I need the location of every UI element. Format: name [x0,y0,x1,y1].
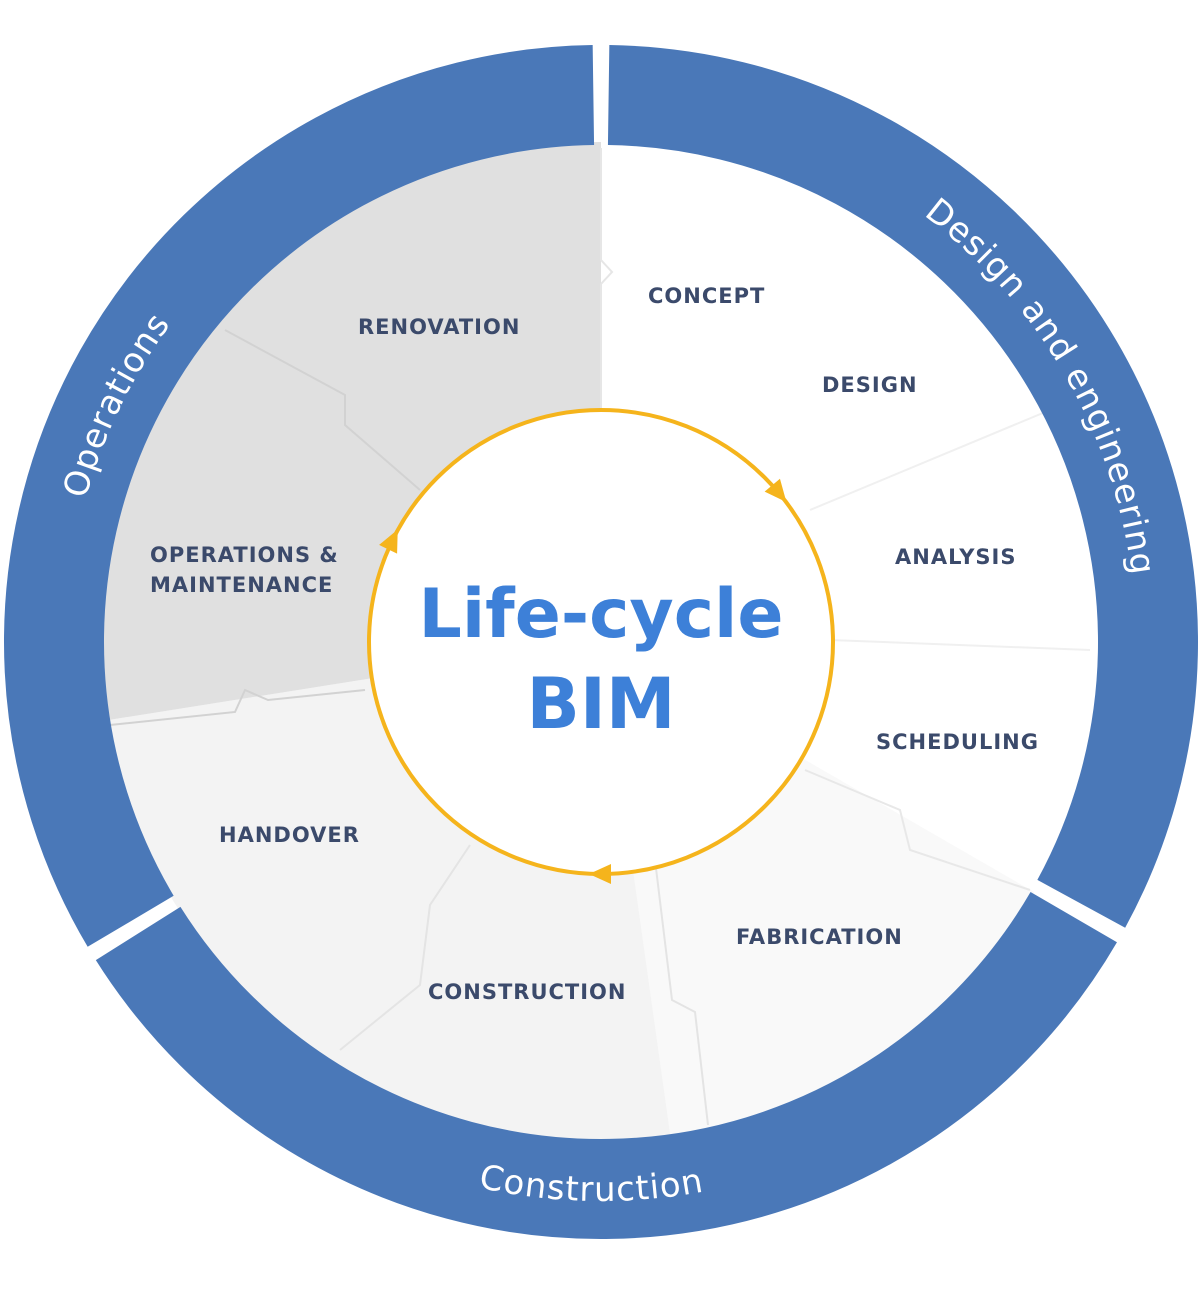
title-line2: BIM [526,663,675,745]
stage-concept: CONCEPT [648,284,765,308]
stage-labels: CONCEPT DESIGN ANALYSIS SCHEDULING FABRI… [150,284,1039,1004]
stage-handover: HANDOVER [219,823,360,847]
stage-operations-maintenance-line1: OPERATIONS & [150,543,339,567]
cycle-arrow-icon [589,864,611,884]
title-line1: Life-cycle [419,575,784,654]
cycle-arrows [379,478,787,884]
stage-construction: CONSTRUCTION [428,980,627,1004]
stage-analysis: ANALYSIS [895,545,1016,569]
cycle-arrow-icon [379,529,398,554]
stage-scheduling: SCHEDULING [876,730,1039,754]
ring-arc-construction [95,891,1117,1239]
ring-arc-operations [4,45,595,947]
stage-fabrication: FABRICATION [736,925,903,949]
stage-renovation: RENOVATION [358,315,520,339]
ring-arc-design [607,45,1198,928]
sector-divider-lines [109,148,1091,1126]
phase-ring [4,45,1198,1239]
stage-design: DESIGN [822,373,918,397]
cycle-arrow-icon [764,478,787,503]
stage-operations-maintenance-line2: MAINTENANCE [150,573,333,597]
